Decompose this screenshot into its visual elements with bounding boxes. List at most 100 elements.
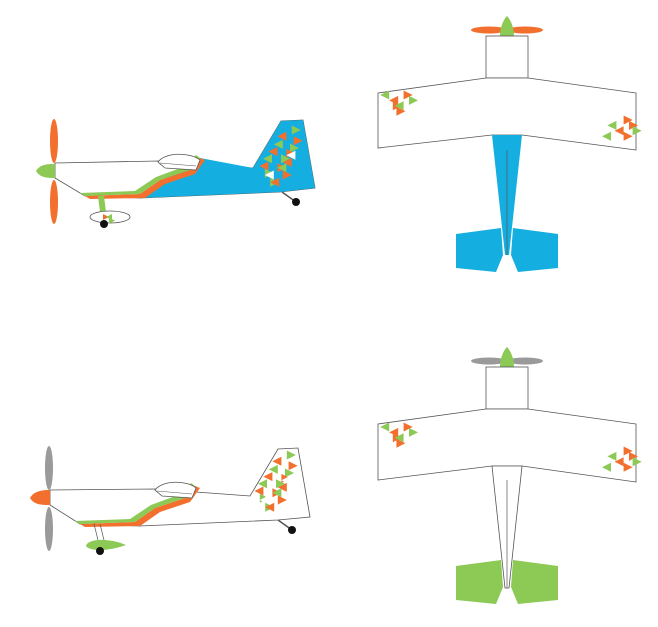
pattern-triangle (109, 217, 115, 224)
pattern-triangle (607, 120, 617, 130)
pattern-triangle (409, 95, 418, 105)
propeller-blade-bottom (50, 180, 58, 224)
pattern-triangle (277, 131, 287, 141)
pattern-triangle (282, 170, 292, 180)
pattern-triangle (623, 131, 633, 141)
main-wheel (100, 220, 108, 228)
pattern-triangle (293, 136, 303, 146)
tail-wheel (288, 526, 296, 534)
pattern-triangle (632, 126, 642, 136)
pattern-triangle (396, 106, 406, 116)
pattern-triangle (607, 451, 617, 461)
stripe-green (75, 483, 195, 524)
pattern-triangle (389, 95, 399, 105)
pattern-triangle (259, 495, 269, 505)
pattern-triangle (394, 101, 404, 111)
wing-right-triangle-pattern (602, 446, 642, 472)
spinner (30, 490, 50, 505)
pattern-triangle (614, 126, 624, 136)
pattern-triangle (623, 446, 633, 456)
pattern-triangle (396, 438, 406, 448)
main-wheel (96, 547, 104, 555)
pattern-triangle (277, 482, 287, 492)
stripe-orange (80, 486, 200, 527)
pattern-triangle (614, 457, 624, 467)
landing-gear-strut (93, 523, 105, 541)
tail-triangle-pattern (259, 125, 303, 187)
pattern-triangle (282, 157, 292, 167)
propeller-blade-top (45, 446, 53, 490)
stabilizer-left (456, 560, 503, 604)
pattern-triangle (270, 177, 280, 187)
spinner (36, 164, 55, 178)
propeller-blade-right (507, 26, 543, 34)
pattern-triangle (602, 131, 611, 141)
pattern-triangle (286, 150, 296, 160)
pattern-triangle (281, 154, 290, 164)
propeller-blade-right (507, 357, 543, 365)
canopy (157, 153, 201, 171)
pattern-triangle (403, 422, 413, 432)
pattern-triangle (623, 462, 633, 472)
canopy (154, 481, 197, 499)
stabilizer-right (511, 228, 558, 272)
pattern-triangle (380, 422, 390, 432)
pattern-triangle (403, 90, 413, 100)
pattern-triangle (264, 170, 274, 180)
pattern-triangle (389, 427, 399, 437)
wing (377, 408, 637, 483)
pattern-triangle (291, 125, 301, 135)
pattern-triangle (277, 163, 287, 173)
stabilizer-left (456, 228, 503, 272)
pattern-triangle (272, 488, 282, 498)
pattern-triangle (285, 468, 294, 478)
canopy-frame (159, 162, 197, 167)
pattern-triangle (629, 451, 638, 461)
pattern-triangle (602, 462, 611, 472)
side-view-variant-2 (30, 446, 311, 555)
wheel-fairing (86, 539, 126, 551)
pattern-triangle (263, 472, 273, 482)
top-view-variant-2 (377, 347, 642, 604)
wing-right-triangle-pattern (602, 115, 642, 141)
top-view-variant-1 (377, 16, 642, 272)
pattern-triangle (281, 475, 291, 485)
pattern-triangle (268, 464, 278, 474)
pattern-triangle (632, 457, 642, 467)
spinner (500, 16, 514, 36)
pattern-triangle (629, 120, 638, 130)
spinner (500, 347, 514, 367)
pattern-triangle (259, 161, 269, 171)
propeller-blade-top (50, 119, 58, 163)
nose-section (485, 35, 529, 79)
pattern-triangle (263, 154, 272, 164)
landing-gear-strut (98, 196, 106, 212)
propeller-blade-bottom (45, 507, 53, 551)
wing (377, 77, 637, 151)
pattern-triangle (268, 147, 278, 157)
pattern-triangle (258, 479, 267, 489)
tail-triangle-pattern (254, 450, 298, 512)
pattern-triangle (276, 479, 285, 489)
wing-left-triangle-pattern (380, 422, 418, 448)
wing-left-triangle-pattern (380, 90, 418, 116)
pattern-triangle (273, 139, 283, 149)
pattern-triangle (265, 502, 275, 512)
stabilizer-right (511, 560, 558, 604)
pattern-triangle (288, 461, 298, 471)
pattern-triangle (394, 433, 404, 443)
pattern-triangle (254, 486, 264, 496)
tail-wheel (292, 198, 300, 206)
pattern-triangle (409, 427, 418, 437)
pattern-triangle (286, 450, 296, 460)
fairing-triangle-pattern (103, 214, 124, 224)
pattern-triangle (272, 456, 282, 466)
propeller-blade-left (471, 357, 507, 365)
pattern-triangle (118, 214, 124, 220)
canopy-frame (156, 490, 193, 495)
pattern-triangle (277, 495, 287, 505)
stripe-green (80, 155, 200, 196)
pattern-triangle (623, 115, 633, 125)
nose-section (485, 366, 529, 410)
